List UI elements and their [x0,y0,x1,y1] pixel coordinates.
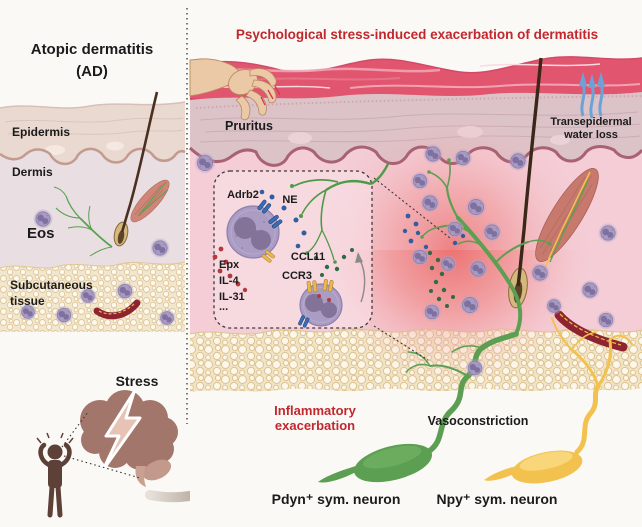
right-hair-follicle [508,57,543,309]
label-tewl-line1: Transepidermal [550,116,632,128]
stressed-person-icon [36,432,74,518]
left-blood-vessel [93,299,141,320]
right-blood-vessel [554,310,628,352]
mediator-red-dots [212,246,248,293]
right-title: Psychological stress-induced exacerbatio… [235,27,599,42]
label-ne: NE [282,194,298,206]
label-pruritus: Pruritus [225,119,273,133]
inset-callout-line [373,325,429,361]
left-dermis-layer [0,147,186,275]
label-ccl11: CCL11 [290,251,326,263]
label-inflammatory-line1: Inflammatory [274,403,356,418]
pdyn-neuron [318,158,552,483]
label-pdyn-neuron: Pdyn⁺ sym. neuron [271,491,401,507]
magnifier-line [61,411,89,448]
scratching-hand [189,58,281,121]
pdyn-neuron-soma [318,443,433,483]
label-stress: Stress [115,373,159,389]
inset-up-arrow [355,252,366,303]
label-npy-neuron: Npy⁺ sym. neuron [436,491,558,507]
left-title-line2: (AD) [76,63,108,80]
scratch-marks [260,85,281,106]
water-loss-arrows-icon [579,72,605,119]
right-panel-art [188,56,642,527]
inset-nerve-endings [290,163,390,264]
label-il4: IL-4 [219,275,239,287]
signaling-inset [212,163,390,329]
muscle-sympathetic-fiber [544,171,591,269]
label-inflammatory-line2: exacerbation [274,418,356,433]
left-muscle-nerve-fiber [137,181,169,217]
left-title-line1: Atopic dermatitis [30,41,154,58]
npy-neuron-soma [484,450,583,484]
label-epx: Epx [219,259,240,271]
left-hair-follicle [113,91,159,247]
ne-dots [259,189,307,249]
inset-eosinophil-adrb2 [226,198,284,264]
npy-neuron [484,317,633,484]
label-adrb2: Adrb2 [227,189,259,201]
lightning-bolt-icon [101,390,142,472]
label-dermis: Dermis [12,165,53,179]
label-eos: Eos [27,225,55,242]
label-il31: IL-31 [219,291,245,303]
label-epidermis: Epidermis [12,125,71,139]
label-subcutaneous-line2: tissue [10,294,45,308]
inset-eosinophil-ccr3 [297,278,343,329]
left-panel-art [0,91,271,518]
label-ccr3: CCR3 [282,270,312,282]
right-arrector-pili-muscle [535,168,599,269]
ccl11-dots [313,248,354,277]
muscle-sensory-fiber [549,179,589,263]
stress-illustration [36,390,178,518]
label-tewl-line2: water loss [564,129,618,141]
label-vasoconstriction: Vasoconstriction [427,414,529,428]
mediator-dots-dermis [402,213,466,308]
label-subcutaneous-line1: Subcutaneous [10,278,93,292]
left-nerve-arbor [53,186,113,257]
label-ellipsis: ... [219,301,229,313]
